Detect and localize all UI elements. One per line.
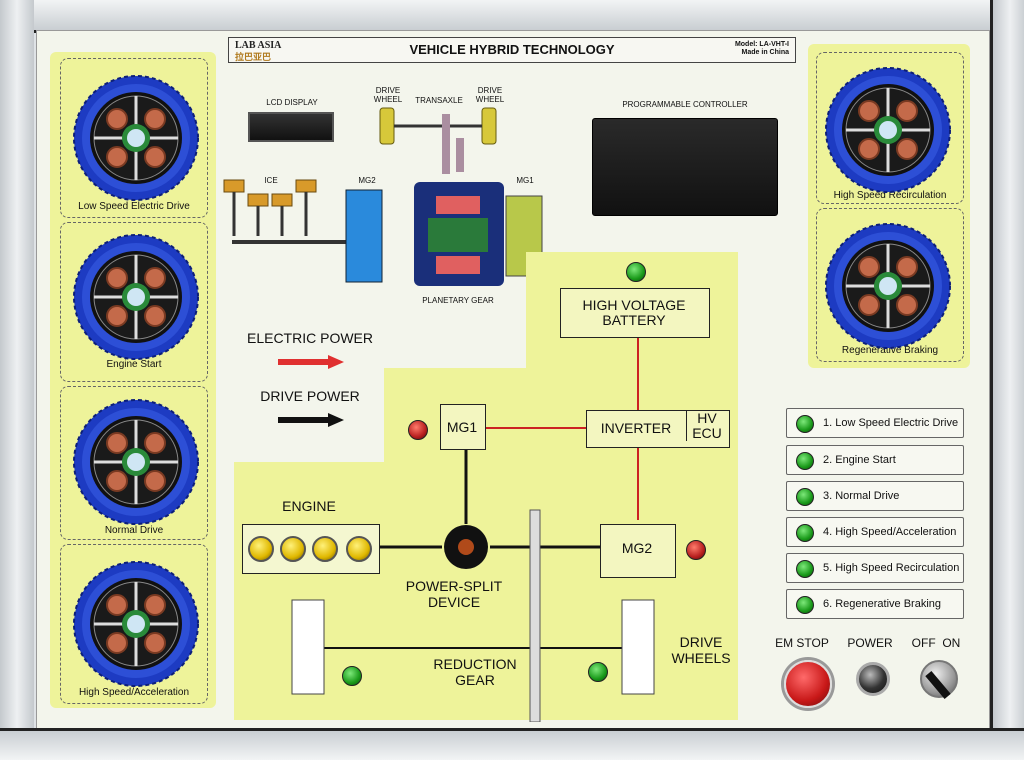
page-title: VEHICLE HYBRID TECHNOLOGY: [409, 42, 615, 57]
engine-cylinder-lamp: [312, 536, 338, 562]
electric-power-arrow-icon: [278, 355, 344, 369]
engine-cylinder-lamp: [346, 536, 372, 562]
mg1-label: MG1: [446, 419, 478, 435]
mg1-status-lamp: [408, 420, 428, 440]
mode-slot-recirculation: High Speed Recirculation: [816, 52, 964, 204]
power-label: POWER: [847, 636, 893, 650]
indicator-lamp-icon: [796, 415, 814, 433]
hv-ecu-label: HV ECU: [686, 411, 727, 441]
off-on-label: OFF ON: [911, 636, 961, 650]
ice-label: ICE: [264, 176, 278, 185]
mode-button-1[interactable]: 1. Low Speed Electric Drive: [786, 408, 964, 438]
inverter-box: [586, 410, 730, 448]
engine-label: ENGINE: [282, 498, 336, 514]
mode-button-4[interactable]: 4. High Speed/Acceleration: [786, 517, 964, 547]
engine-cylinder-lamp: [280, 536, 306, 562]
frame-left-rail: [0, 0, 34, 757]
mode-slot-regen-braking: Regenerative Braking: [816, 208, 964, 362]
title-plate: LAB ASIA 拉巴亚巴 VEHICLE HYBRID TECHNOLOGY …: [228, 37, 796, 63]
planetary-gear-dial-icon: [72, 560, 200, 688]
power-split-label: POWER-SPLIT DEVICE: [405, 578, 503, 610]
indicator-lamp-icon: [796, 560, 814, 578]
mode-button-label: 5. High Speed Recirculation: [823, 562, 960, 574]
right-wheel-lamp: [588, 662, 608, 682]
engine-cylinder-lamp: [248, 536, 274, 562]
drive-wheels-label: DRIVE WHEELS: [671, 634, 731, 666]
mode-label: High Speed/Acceleration: [78, 687, 190, 698]
indicator-lamp-icon: [796, 596, 814, 614]
mode-button-2[interactable]: 2. Engine Start: [786, 445, 964, 475]
planetary-gear-dial-icon: [72, 398, 200, 526]
made-in: Made in China: [741, 49, 789, 56]
hv-battery-box: [560, 288, 710, 338]
inverter-label: INVERTER: [600, 420, 672, 436]
drive-power-legend-label: DRIVE POWER: [260, 388, 360, 404]
drive-power-arrow-icon: [278, 413, 344, 427]
mode-button-5[interactable]: 5. High Speed Recirculation: [786, 553, 964, 583]
model-label: Model: LA-VHT-I Made in China: [735, 41, 789, 57]
em-stop-button[interactable]: [784, 660, 832, 708]
drive-wheel-right-label: DRIVE WHEEL: [475, 86, 505, 104]
mg1-box: [440, 404, 486, 450]
mg1-top-label: MG1: [516, 176, 534, 185]
mode-label: Engine Start: [106, 359, 162, 370]
brand-logo: LAB ASIA: [235, 40, 282, 51]
mode-slot-low-speed: Low Speed Electric Drive: [60, 58, 208, 218]
indicator-lamp-icon: [796, 524, 814, 542]
mode-button-3[interactable]: 3. Normal Drive: [786, 481, 964, 511]
lcd-display: [248, 112, 334, 142]
mode-label: Regenerative Braking: [841, 345, 939, 356]
mode-button-label: 3. Normal Drive: [823, 490, 900, 502]
mode-label: High Speed Recirculation: [833, 190, 947, 201]
mode-slot-normal-drive: Normal Drive: [60, 386, 208, 540]
hv-battery-label: HIGH VOLTAGE BATTERY: [582, 297, 686, 328]
planetary-gear-dial-icon: [824, 222, 952, 350]
electric-power-legend-label: ELECTRIC POWER: [246, 330, 373, 346]
indicator-lamp-icon: [796, 488, 814, 506]
planetary-gear-dial-icon: [824, 66, 952, 194]
mg2-label: MG2: [621, 540, 653, 556]
plc-label: PROGRAMMABLE CONTROLLER: [622, 100, 748, 109]
hybrid-drivetrain-diagram: [223, 107, 543, 286]
planetary-gear-dial-icon: [72, 74, 200, 202]
frame-right-rail: [990, 0, 1024, 757]
planetary-gear-dial-icon: [72, 233, 200, 361]
brand-logo-subtext: 拉巴亚巴: [235, 52, 272, 62]
transaxle-label: TRANSAXLE: [415, 96, 463, 105]
mg2-status-lamp: [686, 540, 706, 560]
mode-button-6[interactable]: 6. Regenerative Braking: [786, 589, 964, 619]
mg2-box: [600, 524, 676, 578]
planetary-gear-label: PLANETARY GEAR: [422, 296, 494, 305]
mode-slot-engine-start: Engine Start: [60, 222, 208, 382]
frame-bottom-rail: [0, 728, 1024, 760]
mode-button-label: 2. Engine Start: [823, 454, 896, 466]
power-flow-schematic: [234, 252, 738, 722]
power-indicator-lamp: [856, 662, 890, 696]
lcd-display-label: LCD DISPLAY: [266, 98, 318, 107]
programmable-controller: [592, 118, 778, 216]
drive-wheel-left-label: DRIVE WHEEL: [373, 86, 403, 104]
left-wheel-lamp: [342, 666, 362, 686]
em-stop-label: EM STOP: [775, 636, 829, 650]
mode-button-label: 1. Low Speed Electric Drive: [823, 417, 959, 429]
battery-status-lamp: [626, 262, 646, 282]
mode-slot-high-speed: High Speed/Acceleration: [60, 544, 208, 704]
model-number: Model: LA-VHT-I: [734, 41, 789, 48]
mode-button-label: 6. Regenerative Braking: [823, 598, 942, 610]
indicator-lamp-icon: [796, 452, 814, 470]
mg2-top-label: MG2: [358, 176, 376, 185]
mode-label: Low Speed Electric Drive: [78, 201, 190, 212]
mode-button-label: 4. High Speed/Acceleration: [823, 526, 957, 538]
reduction-gear-label: REDUCTION GEAR: [433, 656, 517, 688]
mode-label: Normal Drive: [104, 525, 164, 536]
frame-top-rail: [0, 0, 1024, 33]
